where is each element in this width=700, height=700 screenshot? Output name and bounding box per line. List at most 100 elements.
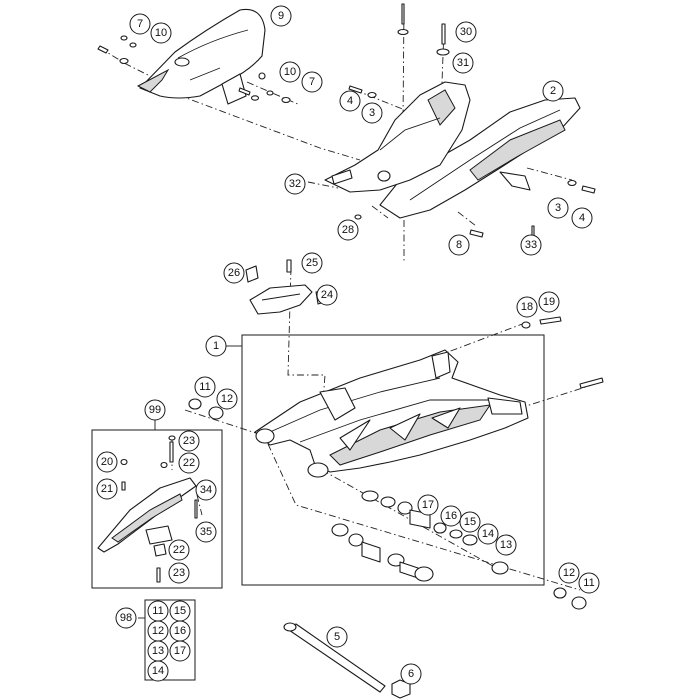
- callout-12-left: 12: [216, 388, 238, 410]
- bolts-18-19: [521, 316, 604, 389]
- callout-34: 34: [195, 479, 217, 501]
- callout-24: 24: [316, 284, 338, 306]
- callout-6: 6: [400, 663, 422, 685]
- kit-98-item-15: 15: [169, 600, 191, 622]
- svg-text:28: 28: [342, 224, 354, 236]
- svg-text:32: 32: [289, 178, 301, 190]
- svg-text:15: 15: [464, 516, 476, 528]
- callout-13: 13: [495, 534, 517, 556]
- kit-98-item-12: 12: [147, 620, 169, 642]
- callout-14: 14: [477, 523, 499, 545]
- callout-23-top: 23: [178, 430, 200, 452]
- callout-20: 20: [96, 451, 118, 473]
- svg-text:99: 99: [149, 404, 161, 416]
- seat-cowl-part-9: [136, 8, 266, 105]
- callout-5: 5: [326, 626, 348, 648]
- kit-98-item-17: 17: [169, 640, 191, 662]
- svg-text:14: 14: [152, 665, 164, 677]
- callout-19: 19: [538, 291, 560, 313]
- callout-22-bottom: 22: [168, 539, 190, 561]
- svg-text:2: 2: [550, 85, 556, 97]
- kit-98-item-16: 16: [169, 620, 191, 642]
- svg-text:33: 33: [525, 239, 537, 251]
- svg-text:22: 22: [173, 544, 185, 556]
- svg-text:23: 23: [173, 567, 185, 579]
- callout-11-left: 11: [194, 376, 216, 398]
- svg-text:17: 17: [422, 499, 434, 511]
- fender-bracket: [324, 81, 471, 193]
- callout-25: 25: [301, 252, 323, 274]
- callout-99: 99: [144, 399, 166, 421]
- svg-text:16: 16: [174, 625, 186, 637]
- svg-text:20: 20: [101, 456, 113, 468]
- callout-98: 98: [115, 607, 137, 629]
- callout-2: 2: [542, 80, 564, 102]
- callout-26: 26: [223, 262, 245, 284]
- svg-text:19: 19: [543, 296, 555, 308]
- svg-text:13: 13: [500, 539, 512, 551]
- svg-text:12: 12: [152, 625, 164, 637]
- kit-98-item-14: 14: [147, 660, 169, 682]
- callout-15: 15: [459, 511, 481, 533]
- svg-text:18: 18: [521, 301, 533, 313]
- svg-text:26: 26: [228, 267, 240, 279]
- callout-4-right: 4: [571, 207, 593, 229]
- svg-text:16: 16: [445, 510, 457, 522]
- svg-text:10: 10: [284, 66, 296, 78]
- callout-33: 33: [520, 234, 542, 256]
- svg-text:98: 98: [120, 612, 132, 624]
- callout-9: 9: [270, 5, 292, 27]
- callout-10-mid: 10: [279, 61, 301, 83]
- svg-text:10: 10: [155, 27, 167, 39]
- svg-text:4: 4: [347, 95, 353, 107]
- callout-32: 32: [284, 173, 306, 195]
- svg-text:1: 1: [213, 340, 219, 352]
- svg-text:9: 9: [278, 10, 284, 22]
- svg-text:34: 34: [200, 484, 212, 496]
- callout-21: 21: [96, 478, 118, 500]
- svg-text:17: 17: [174, 645, 186, 657]
- svg-text:30: 30: [460, 26, 472, 38]
- svg-text:14: 14: [482, 528, 494, 540]
- callout-35: 35: [195, 521, 217, 543]
- swingarm-part-1: [254, 349, 529, 478]
- screws-top-left: [97, 35, 291, 104]
- svg-text:25: 25: [306, 257, 318, 269]
- svg-text:8: 8: [456, 239, 462, 251]
- callout-10-top: 10: [150, 22, 172, 44]
- svg-text:11: 11: [199, 381, 210, 393]
- callout-7-mid: 7: [301, 71, 323, 93]
- svg-text:7: 7: [137, 18, 143, 30]
- svg-text:24: 24: [321, 289, 333, 301]
- callout-12-right: 12: [558, 562, 580, 584]
- svg-text:13: 13: [152, 645, 164, 657]
- svg-text:11: 11: [583, 577, 594, 589]
- callout-1: 1: [205, 335, 227, 357]
- svg-text:12: 12: [221, 393, 233, 405]
- callout-28: 28: [337, 219, 359, 241]
- swingarm-frame: [241, 334, 545, 586]
- pivot-axle-part-5: [283, 622, 386, 693]
- chain-slider-part-21: [97, 435, 198, 583]
- callout-4-top: 4: [339, 90, 361, 112]
- svg-text:5: 5: [334, 631, 340, 643]
- callout-3-top: 3: [361, 102, 383, 124]
- callout-22-top: 22: [178, 452, 200, 474]
- callout-23-bottom: 23: [168, 562, 190, 584]
- callout-18: 18: [516, 296, 538, 318]
- svg-text:11: 11: [152, 605, 163, 617]
- callout-31: 31: [452, 52, 474, 74]
- svg-text:3: 3: [369, 107, 375, 119]
- svg-text:15: 15: [174, 605, 186, 617]
- leader-lines: [138, 345, 242, 619]
- callout-17: 17: [417, 494, 439, 516]
- callout-30: 30: [455, 21, 477, 43]
- svg-text:3: 3: [555, 202, 561, 214]
- right-fasteners: [354, 179, 596, 238]
- svg-text:35: 35: [200, 526, 212, 538]
- svg-text:31: 31: [457, 57, 469, 69]
- svg-text:22: 22: [183, 457, 195, 469]
- kit-99-frame: [91, 429, 223, 589]
- callout-16: 16: [440, 505, 462, 527]
